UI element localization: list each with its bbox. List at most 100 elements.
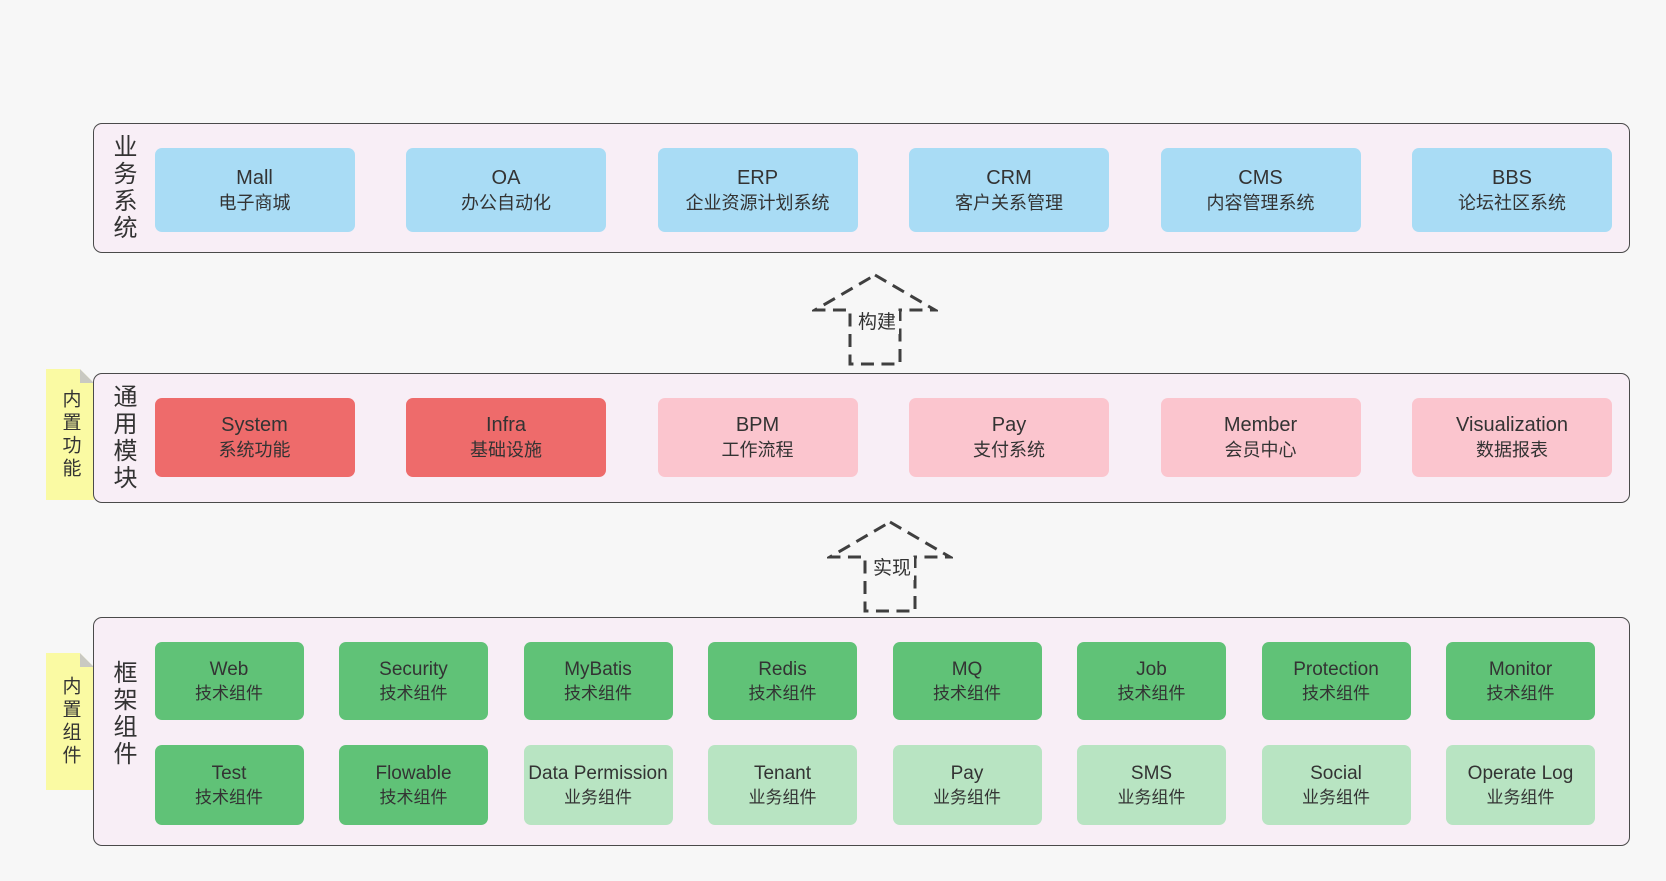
sticky-note-built-in-functions: 内置功能	[46, 369, 94, 500]
common-modules-row: System 系统功能 Infra 基础设施 BPM 工作流程 Pay 支付系统…	[154, 398, 1612, 477]
node-title: MyBatis	[564, 658, 632, 680]
node-sms: SMS 业务组件	[1077, 745, 1226, 825]
node-subtitle: 技术组件	[564, 683, 632, 703]
node-redis: Redis 技术组件	[708, 642, 857, 720]
node-subtitle: 客户关系管理	[955, 192, 1063, 213]
fold-corner-icon	[80, 369, 94, 383]
framework-components-row-1: Web 技术组件 Security 技术组件 MyBatis 技术组件 Redi…	[154, 642, 1595, 720]
node-title: Data Permission	[528, 762, 668, 784]
node-subtitle: 办公自动化	[461, 192, 551, 213]
fold-corner-icon	[80, 653, 94, 667]
node-mybatis: MyBatis 技术组件	[523, 642, 673, 720]
node-pay-biz: Pay 业务组件	[892, 745, 1042, 825]
node-subtitle: 系统功能	[218, 440, 291, 460]
business-systems-row: Mall 电子商城 OA 办公自动化 ERP 企业资源计划系统 CRM 客户关系…	[154, 148, 1612, 232]
node-mq: MQ 技术组件	[892, 642, 1042, 720]
node-subtitle: 技术组件	[748, 683, 817, 703]
sticky-note-label: 内置组件	[59, 675, 81, 768]
node-oa: OA 办公自动化	[406, 148, 606, 232]
node-title: OA	[491, 166, 521, 189]
node-title: CRM	[986, 166, 1032, 189]
band-business-systems: 业务系统 Mall 电子商城 OA 办公自动化 ERP 企业资源计划系统 CRM…	[93, 123, 1630, 253]
node-data-permission: Data Permission 业务组件	[523, 745, 673, 825]
arrow-build	[812, 273, 938, 366]
arrow-implement-outline	[827, 520, 953, 613]
node-flowable: Flowable 技术组件	[339, 745, 488, 825]
node-title: Test	[211, 762, 247, 784]
node-infra: Infra 基础设施	[406, 398, 606, 477]
node-title: CMS	[1238, 166, 1283, 189]
band-common-modules: 通用模块 System 系统功能 Infra 基础设施 BPM 工作流程 Pay…	[93, 373, 1630, 503]
node-title: BPM	[735, 414, 780, 436]
node-title: Pay	[991, 414, 1027, 436]
node-subtitle: 业务组件	[564, 787, 632, 807]
node-subtitle: 业务组件	[1302, 787, 1370, 807]
arrow-build-outline	[812, 273, 938, 366]
node-crm: CRM 客户关系管理	[909, 148, 1109, 232]
band-label-framework-components: 框架组件	[109, 660, 136, 768]
node-social: Social 业务组件	[1261, 745, 1411, 825]
node-title: System	[221, 414, 288, 436]
node-system: System 系统功能	[154, 398, 355, 477]
node-subtitle: 技术组件	[195, 787, 263, 807]
node-title: Tenant	[753, 762, 812, 784]
node-bpm: BPM 工作流程	[657, 398, 858, 477]
node-subtitle: 业务组件	[1486, 787, 1555, 807]
node-title: Security	[379, 658, 448, 680]
node-operate-log: Operate Log 业务组件	[1446, 745, 1595, 825]
node-visualization: Visualization 数据报表	[1412, 398, 1612, 477]
arrow-build-label: 构建	[855, 311, 899, 334]
node-subtitle: 论坛社区系统	[1458, 192, 1566, 213]
node-subtitle: 业务组件	[933, 787, 1001, 807]
node-subtitle: 业务组件	[748, 787, 817, 807]
node-title: Flowable	[375, 762, 452, 784]
node-test: Test 技术组件	[154, 745, 304, 825]
node-subtitle: 技术组件	[933, 683, 1001, 703]
node-subtitle: 电子商城	[218, 192, 291, 213]
node-subtitle: 企业资源计划系统	[685, 192, 830, 213]
node-member: Member 会员中心	[1160, 398, 1361, 477]
arrow-implement-label: 实现	[870, 557, 914, 580]
node-title: Protection	[1293, 658, 1379, 680]
node-cms: CMS 内容管理系统	[1160, 148, 1361, 232]
sticky-note-label: 内置功能	[59, 388, 81, 481]
node-subtitle: 技术组件	[195, 683, 263, 703]
band-label-common-modules: 通用模块	[109, 384, 136, 492]
node-security: Security 技术组件	[339, 642, 488, 720]
node-subtitle: 会员中心	[1224, 440, 1297, 460]
node-subtitle: 内容管理系统	[1206, 192, 1315, 213]
node-title: Pay	[950, 762, 984, 784]
node-subtitle: 支付系统	[973, 440, 1045, 460]
node-title: Member	[1223, 414, 1298, 436]
node-monitor: Monitor 技术组件	[1446, 642, 1595, 720]
node-title: SMS	[1130, 762, 1173, 784]
node-subtitle: 技术组件	[1302, 683, 1370, 703]
node-title: Redis	[758, 658, 807, 680]
node-subtitle: 技术组件	[1117, 683, 1186, 703]
node-title: Visualization	[1456, 414, 1568, 436]
node-bbs: BBS 论坛社区系统	[1412, 148, 1612, 232]
framework-components-row-2: Test 技术组件 Flowable 技术组件 Data Permission …	[154, 745, 1595, 825]
node-subtitle: 技术组件	[379, 787, 448, 807]
node-web: Web 技术组件	[154, 642, 304, 720]
node-title: Job	[1136, 658, 1167, 680]
node-mall: Mall 电子商城	[154, 148, 355, 232]
node-title: Infra	[485, 414, 527, 436]
node-subtitle: 技术组件	[1486, 683, 1555, 703]
node-subtitle: 业务组件	[1117, 787, 1186, 807]
node-title: Mall	[236, 166, 273, 189]
arrow-implement	[827, 520, 953, 613]
node-title: BBS	[1491, 166, 1533, 189]
node-subtitle: 技术组件	[379, 683, 448, 703]
sticky-note-built-in-components: 内置组件	[46, 653, 94, 790]
node-job: Job 技术组件	[1077, 642, 1226, 720]
node-protection: Protection 技术组件	[1261, 642, 1411, 720]
node-tenant: Tenant 业务组件	[708, 745, 857, 825]
band-framework-components: 框架组件 Web 技术组件 Security 技术组件 MyBatis 技术组件…	[93, 617, 1630, 846]
node-title: MQ	[951, 658, 983, 680]
node-title: Operate Log	[1467, 762, 1574, 784]
band-label-business-systems: 业务系统	[109, 134, 136, 242]
node-subtitle: 工作流程	[721, 440, 794, 460]
node-pay: Pay 支付系统	[909, 398, 1109, 477]
